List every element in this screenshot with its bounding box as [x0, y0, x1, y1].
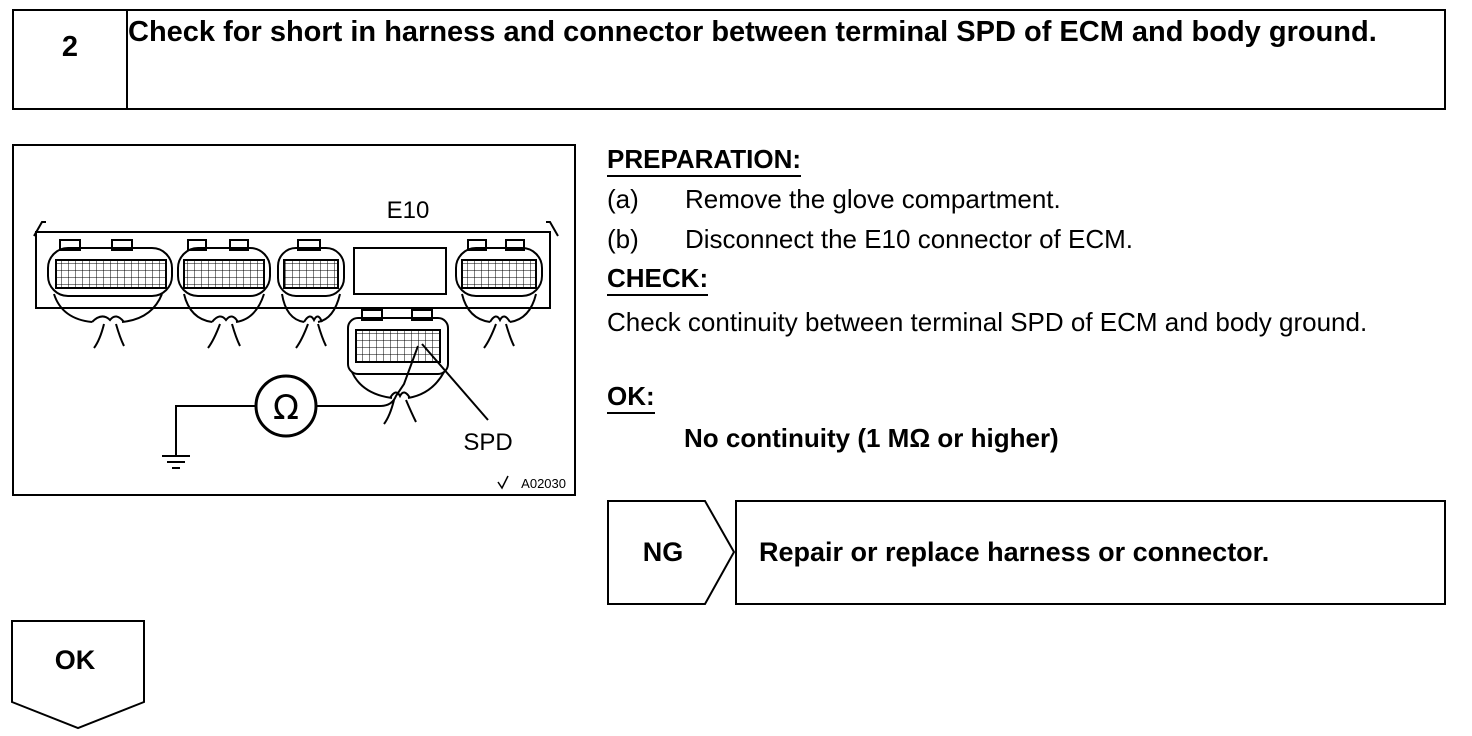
ok-arrow-box	[11, 620, 145, 730]
step-number-cell: 2	[14, 11, 128, 108]
ohm-symbol: Ω	[273, 388, 299, 428]
ecm-connector-4	[455, 239, 543, 349]
probe-wire	[316, 345, 419, 407]
ecm-connector-2	[177, 239, 271, 349]
e10-connector	[347, 309, 449, 425]
ok-heading: OK:	[607, 381, 655, 414]
figure-id-tick	[497, 475, 509, 490]
empty-socket	[353, 247, 447, 295]
spd-lead-line	[421, 343, 489, 421]
step-header: 2	[12, 9, 1446, 110]
e10-label: E10	[387, 197, 430, 224]
figure-id: A02030	[521, 476, 566, 491]
ok-result: No continuity (1 MΩ or higher)	[684, 423, 1059, 453]
preparation-item-letter: (a)	[607, 184, 639, 214]
check-text: Check continuity between terminal SPD of…	[607, 307, 1368, 337]
preparation-item-b: (b) Disconnect the E10 connector of ECM.	[607, 224, 1133, 254]
ng-action-box	[735, 500, 1446, 605]
ecm-body	[33, 221, 559, 309]
ng-action: Repair or replace harness or connector.	[759, 537, 1270, 567]
ng-arrow-box	[607, 500, 735, 605]
preparation-item-text: Disconnect the E10 connector of ECM.	[685, 224, 1134, 254]
preparation-item-text: Remove the glove compartment.	[685, 184, 1061, 214]
step-title: Check for short in harness and connector…	[128, 16, 1377, 48]
ground-symbol-icon	[162, 442, 190, 469]
ok-arrow-label: OK	[54, 645, 96, 675]
preparation-item-letter: (b)	[607, 224, 639, 254]
check-heading: CHECK:	[607, 263, 709, 296]
diagram-frame	[12, 144, 576, 496]
preparation-heading: PREPARATION:	[607, 144, 802, 177]
spd-label: SPD	[463, 429, 512, 456]
ecm-connector-1	[47, 239, 173, 349]
preparation-item-a: (a) Remove the glove compartment.	[607, 184, 1061, 214]
ecm-connector-3	[277, 239, 345, 349]
ecm-connector-diagram: Ω E10 SPD A02030	[12, 144, 576, 496]
ground-wire	[175, 405, 256, 442]
step-number: 2	[61, 31, 79, 63]
ng-label: NG	[642, 537, 684, 567]
